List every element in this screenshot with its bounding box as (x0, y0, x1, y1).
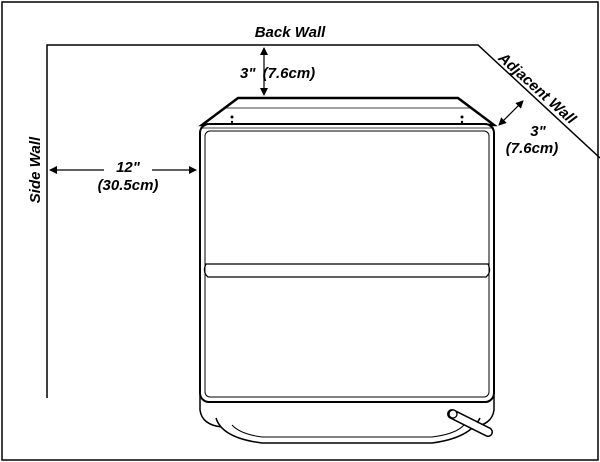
adjacent-clearance-inches: 3" (530, 123, 546, 140)
wall-lines (46, 44, 600, 398)
side-clearance-inches: 12" (116, 159, 141, 176)
adjacent-clearance-cm: (7.6cm) (506, 140, 559, 157)
back-clearance-inches: 3" (240, 65, 256, 82)
adjacent-clearance-arrow (498, 100, 524, 126)
back-wall-label: Back Wall (255, 24, 326, 41)
side-wall-label: Side Wall (27, 136, 44, 203)
back-clearance-cm: (7.6cm) (263, 65, 316, 82)
appliance-top-view (198, 96, 498, 444)
back-clearance-label: 3" (7.6cm) (240, 65, 315, 82)
side-clearance-cm: (30.5cm) (98, 177, 159, 194)
